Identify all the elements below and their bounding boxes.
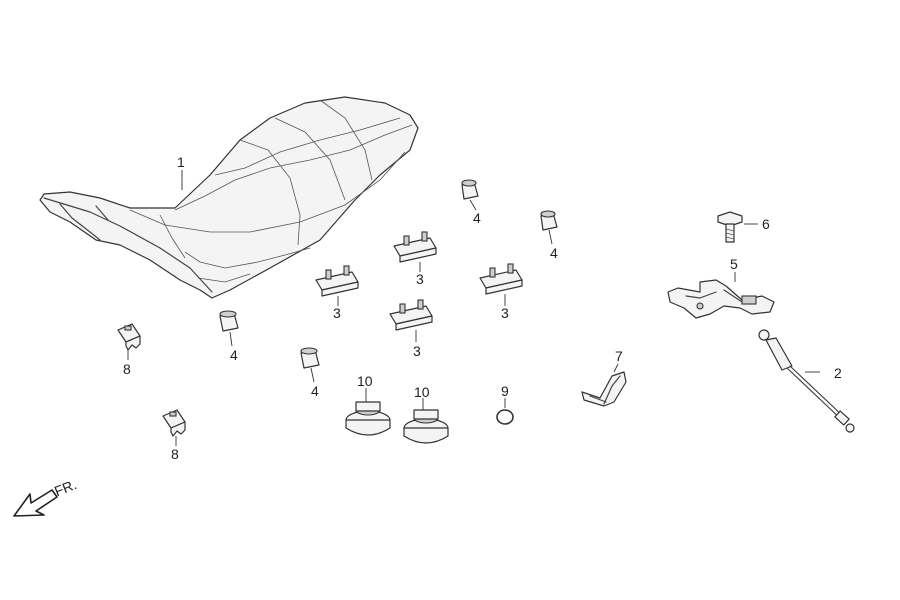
front-direction-indicator: FR. [13,476,79,517]
callout-9: 9 [501,383,509,399]
callout-4-a: 4 [473,210,481,226]
callout-2: 2 [834,365,842,381]
clip-a [117,323,141,351]
seat-bracket-d [389,299,433,331]
callout-labels: 1 2 3 3 3 3 4 4 4 4 5 6 7 8 8 9 10 10 [123,154,842,462]
grommet-nut-b [403,409,449,444]
callout-4-d: 4 [311,383,319,399]
grommet-nut-a [345,401,391,436]
callout-10-b: 10 [414,384,430,400]
direction-label: FR. [52,476,79,499]
rubber-bumper-d [300,347,320,369]
callout-10-a: 10 [357,373,373,389]
callout-4-b: 4 [550,245,558,261]
callout-3-c: 3 [501,305,509,321]
clip-b [162,409,186,437]
o-ring [496,409,514,425]
callout-1: 1 [177,154,185,170]
seat-lock-cable [758,329,855,433]
callout-7: 7 [615,348,623,364]
callout-3-d: 3 [413,343,421,359]
rubber-bumper-b [540,210,558,231]
callout-6: 6 [762,216,770,232]
seat-bracket-c [479,263,523,295]
seat-bracket-b [315,265,359,297]
callout-8-a: 8 [123,361,131,377]
callout-5: 5 [730,256,738,272]
callout-3-b: 3 [333,305,341,321]
callout-4-c: 4 [230,347,238,363]
seat-lock-bracket [667,279,775,319]
flange-bolt [717,211,743,243]
rubber-bumper-c [219,310,239,332]
callout-3-a: 3 [416,271,424,287]
seat-bracket-a [393,231,437,263]
arrow-down-left-icon [13,489,58,517]
callout-8-b: 8 [171,446,179,462]
leader-lines [127,170,820,446]
seat-part [39,96,419,299]
rubber-bumper-a [461,179,479,200]
cable-guide [581,371,627,407]
